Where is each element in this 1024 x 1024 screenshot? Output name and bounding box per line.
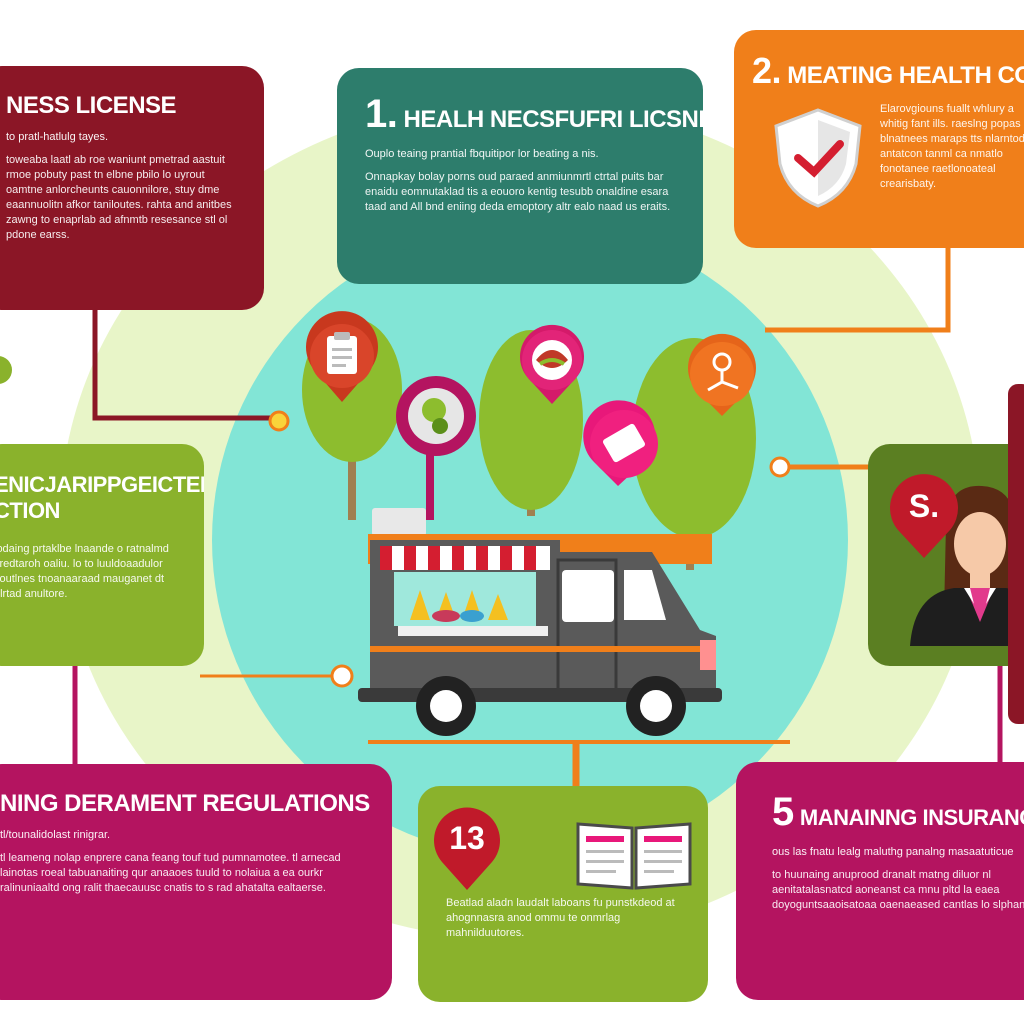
- card-title: NESS LICENSE: [6, 92, 177, 119]
- clipboard-icon: [305, 311, 378, 402]
- connector-dot-right: [769, 456, 791, 478]
- card-subtitle: ous las fnatu lealg maluthg panalng masa…: [772, 846, 1014, 858]
- shield-check-icon: [774, 108, 862, 208]
- card-insurance: 5 MANAINNG INSURANCI ous las fnatu lealg…: [736, 762, 1024, 1000]
- card-body: Beatlad aladn laudalt laboans fu punstkd…: [446, 897, 675, 939]
- card-title-text: MANAINNG INSURANCI: [799, 805, 1024, 830]
- card-title: ENICJARIPPGEICTEL: [0, 472, 204, 497]
- card-body: Elarovgiouns fuallt whlury a whitig fant…: [880, 103, 1024, 190]
- businesswoman-icon: [910, 485, 1024, 646]
- card-title-text: MEATING HEALTH CODE: [787, 62, 1024, 89]
- card-title: 1. HEALH NECSFUFRI LICSNICE: [365, 92, 703, 137]
- card-subtitle: tl/tounalidolast rinigrar.: [0, 829, 111, 841]
- left-edge-dot: [0, 356, 12, 384]
- card-body: lodaing prtaklbe lnaande o ratnalmd tlre…: [0, 543, 169, 600]
- step-number: 5: [772, 790, 794, 834]
- dollar-badge-label: S.: [908, 488, 940, 524]
- card-subtitle: Ouplo teaing prantial fbquitipor lor bea…: [365, 148, 599, 160]
- card-body: toweaba laatl ab roe waniunt pmetrad aas…: [6, 154, 232, 241]
- card-subtitle: to pratl-hatlulg tayes.: [6, 131, 109, 143]
- card-title: 5 MANAINNG INSURANCI: [772, 790, 1024, 835]
- card-body: tl leameng nolap enprere cana feang touf…: [0, 852, 341, 894]
- card-health-codes: 2. MEATING HEALTH CODE Elarovgiouns fual…: [734, 30, 1024, 248]
- key-tool-icon: [687, 333, 756, 416]
- card-department-regulations: NING DERAMENT REGULATIONS tl/tounalidola…: [0, 764, 392, 1000]
- card-business-license: NESS LICENSE to pratl-hatlulg tayes. tow…: [0, 66, 264, 310]
- connector-dot-truck: [330, 664, 354, 688]
- card-title-line2: CTION: [0, 498, 60, 523]
- card-insurance-person: S.: [868, 444, 1024, 666]
- right-edge-card: [1008, 384, 1024, 724]
- card-body: Onnapkay bolay porns oud paraed anmiunmr…: [365, 171, 671, 213]
- food-plate-icon: [519, 324, 584, 404]
- card-title: 2. MEATING HEALTH CODE: [752, 50, 1024, 92]
- step-number: 2.: [752, 50, 782, 91]
- connector-dot-license: [268, 410, 290, 432]
- connector-license: [92, 300, 272, 421]
- ticket-icon: [583, 400, 658, 486]
- card-health-license: 1. HEALH NECSFUFRI LICSNICE Ouplo teaing…: [337, 68, 703, 284]
- connector-codes: [765, 248, 951, 333]
- food-truck-icon: [358, 508, 722, 736]
- card-title-text: HEALH NECSFUFRI LICSNICE: [403, 106, 703, 133]
- step-badge-icon: [434, 807, 500, 890]
- dollar-badge-icon: [890, 474, 958, 558]
- salad-bowl-icon: [396, 376, 476, 520]
- step-number: 1.: [365, 92, 398, 136]
- card-title: NING DERAMENT REGULATIONS: [0, 790, 370, 817]
- book-icon: [576, 822, 692, 890]
- step-badge-label: 13: [449, 820, 485, 856]
- card-body: to huunaing anuprood dranalt matng diluo…: [772, 869, 1024, 911]
- card-parking-inspection: ENICJARIPPGEICTEL CTION lodaing prtaklbe…: [0, 444, 204, 666]
